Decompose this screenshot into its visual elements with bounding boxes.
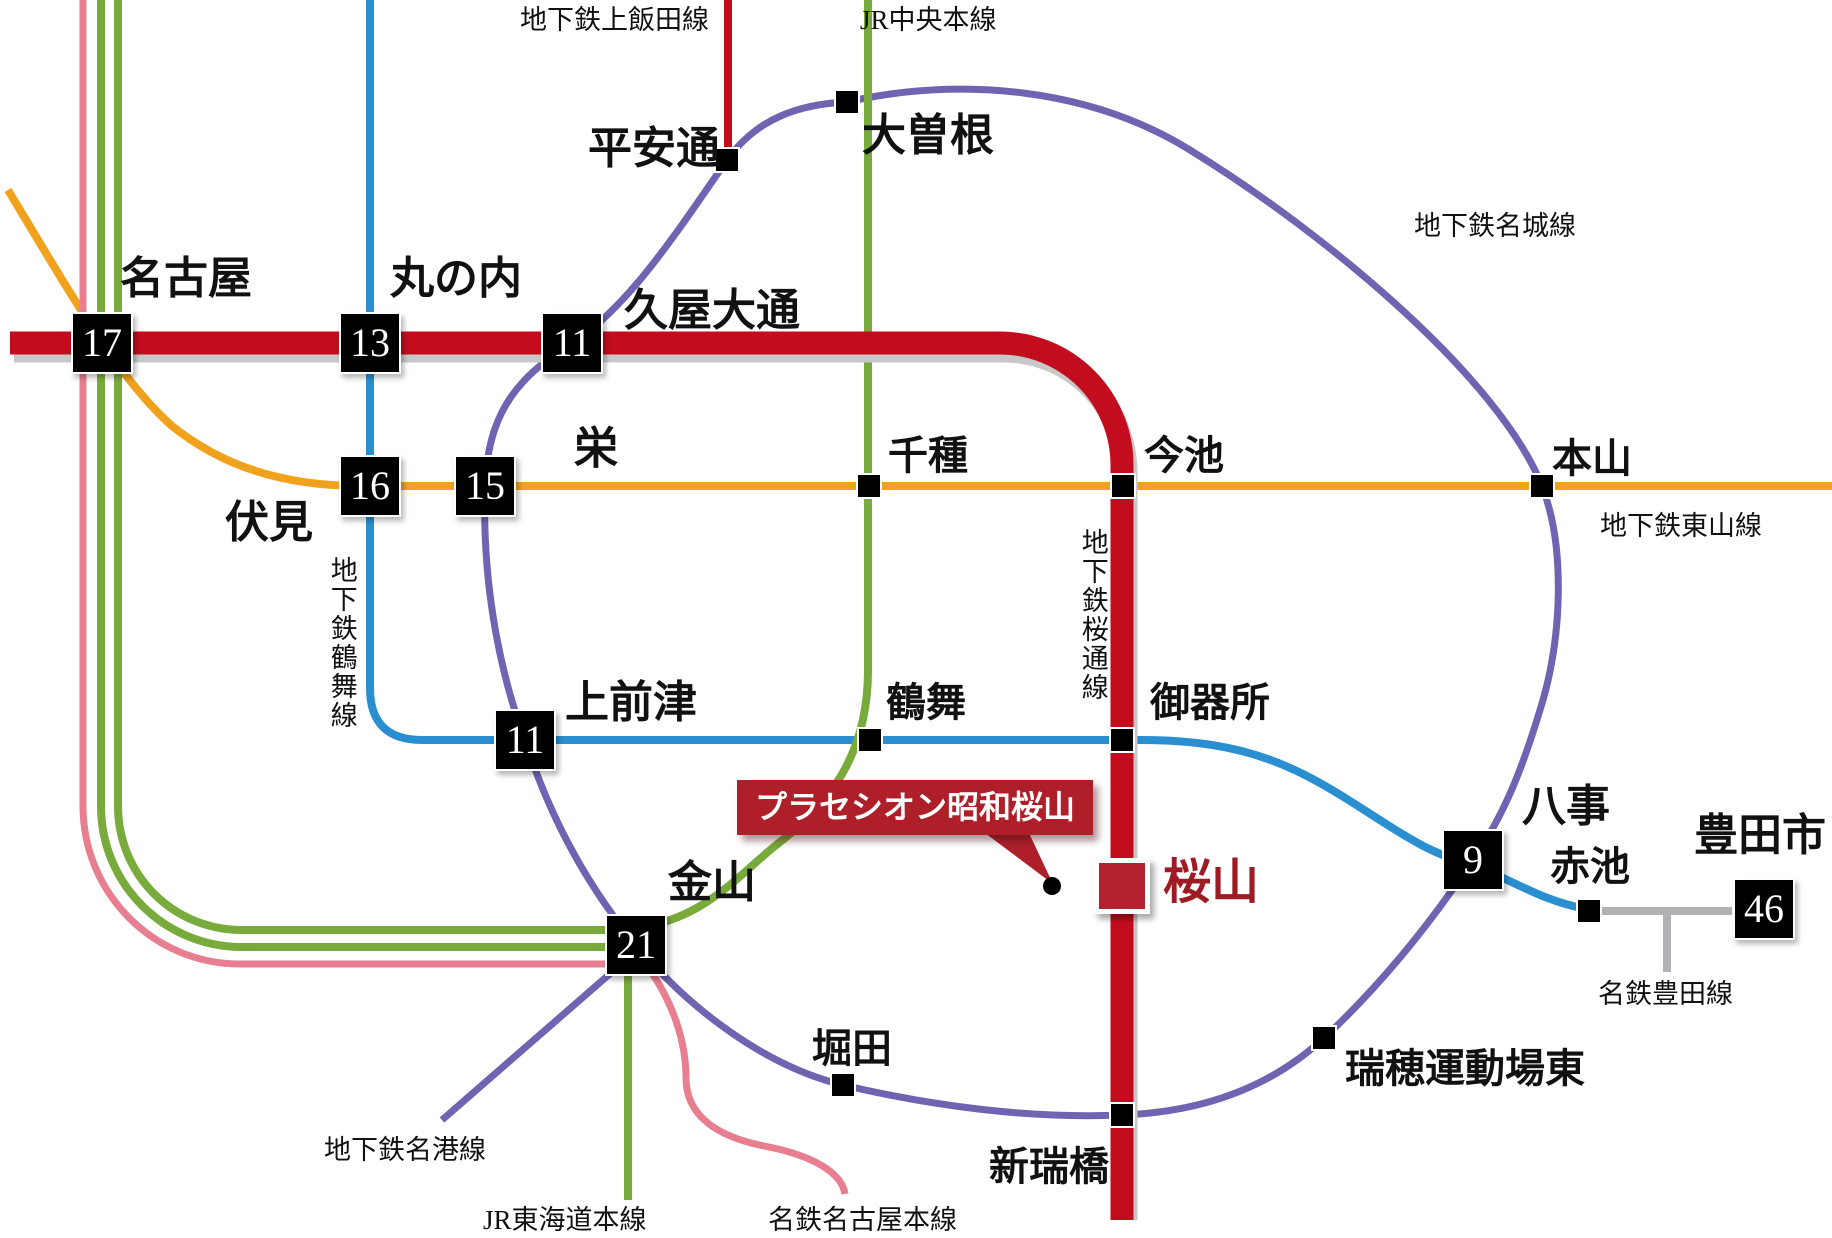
line-label-meijo: 地下鉄名城線 bbox=[1414, 211, 1576, 241]
station-name-toyotashi: 豊田市 bbox=[1694, 811, 1826, 860]
station-name-heianodori: 平安通 bbox=[588, 124, 720, 173]
line-label-meitetsu-toyota: 名鉄豊田線 bbox=[1598, 979, 1733, 1009]
jr-tokaido-line bbox=[97, 0, 636, 1200]
station-name-hisayaodori: 久屋大通 bbox=[624, 286, 800, 335]
station-name-kamimaezu: 上前津 bbox=[565, 678, 697, 727]
station-name-chikusa: 千種 bbox=[888, 433, 968, 478]
station-name-ozone: 大曽根 bbox=[862, 111, 994, 160]
time-box-marunouchi: 13 bbox=[339, 312, 401, 374]
station-name-hotta: 堀田 bbox=[812, 1026, 892, 1071]
meiko-line bbox=[439, 969, 615, 1123]
property-callout: プラセシオン昭和桜山 bbox=[737, 780, 1093, 835]
sakuradori-line bbox=[10, 331, 1134, 1220]
station-name-mizuho-undojo-higashi: 瑞穂運動場東 bbox=[1345, 1046, 1585, 1091]
station-name-yagoto: 八事 bbox=[1522, 782, 1610, 831]
time-box-yagoto: 9 bbox=[1442, 829, 1504, 891]
meijo-line bbox=[481, 85, 1562, 1120]
station-name-fushimi: 伏見 bbox=[225, 498, 313, 547]
line-label-higashiyama: 地下鉄東山線 bbox=[1600, 511, 1762, 541]
line-label-jr-tokaido: JR東海道本線 bbox=[483, 1205, 647, 1235]
line-label-tsurumai: 地下鉄鶴舞線 bbox=[326, 556, 357, 730]
marker-aratamabashi bbox=[1109, 1102, 1135, 1128]
jr-chuo-line bbox=[114, 0, 872, 934]
callout-pointer bbox=[985, 833, 1053, 884]
marker-chikusa bbox=[856, 473, 882, 499]
higashiyama-line bbox=[4, 187, 1832, 490]
station-name-marunouchi: 丸の内 bbox=[390, 254, 522, 303]
marker-motoyama bbox=[1529, 473, 1555, 499]
station-name-aratamabashi: 新瑞橋 bbox=[989, 1144, 1109, 1189]
line-label-meiko: 地下鉄名港線 bbox=[324, 1135, 486, 1165]
station-name-nagoya: 名古屋 bbox=[120, 254, 252, 303]
marker-gokiso bbox=[1109, 727, 1135, 753]
line-label-sakuradori: 地下鉄桜通線 bbox=[1077, 528, 1108, 702]
time-box-nagoya: 17 bbox=[71, 312, 133, 374]
callout-pointer-dot bbox=[1043, 877, 1061, 895]
time-box-fushimi: 16 bbox=[339, 455, 401, 517]
marker-ozone bbox=[834, 89, 860, 115]
time-box-toyotashi: 46 bbox=[1733, 878, 1795, 940]
time-box-kanayama: 21 bbox=[605, 914, 667, 976]
marker-mizuho-undojo-higashi bbox=[1311, 1025, 1337, 1051]
time-box-hisayaodori: 11 bbox=[541, 312, 603, 374]
line-label-meitetsu-nagoya: 名鉄名古屋本線 bbox=[768, 1205, 957, 1235]
station-name-kanayama: 金山 bbox=[668, 858, 756, 907]
line-label-kamiiida: 地下鉄上飯田線 bbox=[520, 5, 709, 35]
station-name-gokiso: 御器所 bbox=[1150, 680, 1270, 725]
station-name-tsurumai: 鶴舞 bbox=[886, 680, 966, 725]
marker-akaike bbox=[1576, 898, 1602, 924]
marker-imaike bbox=[1110, 473, 1136, 499]
marker-tsurumai bbox=[857, 727, 883, 753]
marker-hotta bbox=[830, 1072, 856, 1098]
meitetsu-nagoya-line bbox=[79, 0, 849, 1195]
line-label-jr-chuo: JR中央本線 bbox=[860, 5, 997, 35]
marker-heianodori bbox=[714, 147, 740, 173]
station-name-motoyama: 本山 bbox=[1552, 436, 1632, 481]
station-name-imaike: 今池 bbox=[1144, 433, 1224, 478]
meitetsu-toyota-line bbox=[1600, 907, 1732, 972]
station-name-sakurayama: 桜山 bbox=[1163, 856, 1260, 909]
station-name-sakae: 栄 bbox=[574, 424, 618, 473]
sakurayama-marker bbox=[1094, 858, 1150, 914]
time-box-sakae: 15 bbox=[454, 455, 516, 517]
station-name-akaike: 赤池 bbox=[1550, 844, 1630, 889]
time-box-kamimaezu: 11 bbox=[494, 709, 556, 771]
